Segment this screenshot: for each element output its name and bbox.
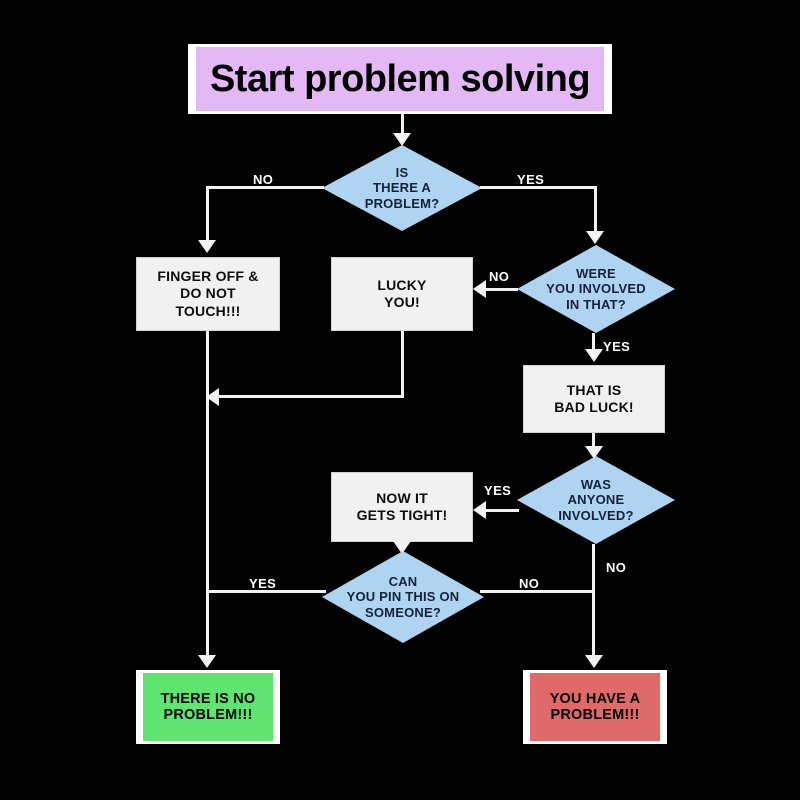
edge-problem-yes-vertical xyxy=(594,186,597,233)
edge-label-problem-no: NO xyxy=(253,172,274,187)
node-label: IS THERE A PROBLEM? xyxy=(364,164,440,211)
edge-tight-to-pin-arrow xyxy=(393,541,411,554)
edge-problem-yes-horizontal xyxy=(480,186,597,189)
edge-label-pin-no: NO xyxy=(519,576,540,591)
node-is-there-a-problem: IS THERE A PROBLEM? xyxy=(322,145,482,231)
edge-problem-no-vertical xyxy=(206,186,209,242)
edge-start-to-problem-line xyxy=(401,114,404,136)
edge-badluck-to-anyone-line xyxy=(592,433,595,450)
edge-badluck-to-anyone-arrow xyxy=(585,446,603,459)
edge-involved-yes-line xyxy=(592,333,595,353)
node-now-it-gets-tight: NOW IT GETS TIGHT! xyxy=(331,472,473,542)
edge-problem-yes-arrow xyxy=(586,231,604,244)
edge-problem-no-horizontal xyxy=(206,186,324,189)
edge-finger-to-noproblem-arrow xyxy=(198,655,216,668)
node-label: THAT IS BAD LUCK! xyxy=(554,381,634,415)
node-you-have-a-problem: YOU HAVE A PROBLEM!!! xyxy=(523,670,667,744)
title-text: Start problem solving xyxy=(209,57,591,100)
edge-problem-no-arrow xyxy=(198,240,216,253)
edge-pin-yes-horizontal xyxy=(206,590,326,593)
node-there-is-no-problem: THERE IS NO PROBLEM!!! xyxy=(136,670,280,744)
title-inner-frame: Start problem solving xyxy=(191,47,609,111)
edge-label-problem-yes: YES xyxy=(517,172,545,187)
edge-anyone-yes-arrow xyxy=(473,501,486,519)
node-label: NOW IT GETS TIGHT! xyxy=(356,489,448,523)
edge-involved-no-horizontal xyxy=(486,288,518,291)
edge-anyone-no-vertical xyxy=(592,544,595,661)
result-red-inner-frame: YOU HAVE A PROBLEM!!! xyxy=(526,673,664,741)
edge-involved-yes-arrow xyxy=(585,349,603,362)
node-label: YOU HAVE A PROBLEM!!! xyxy=(549,690,641,723)
node-label: WAS ANYONE INVOLVED? xyxy=(558,476,634,523)
edge-anyone-yes-horizontal xyxy=(486,509,519,512)
node-label: LUCKY YOU! xyxy=(377,276,427,310)
edge-lucky-vertical xyxy=(401,331,404,397)
node-can-you-pin-this-on-someone: CAN YOU PIN THIS ON SOMEONE? xyxy=(322,551,484,643)
result-green-inner-frame: THERE IS NO PROBLEM!!! xyxy=(139,673,277,741)
edge-pin-no-horizontal xyxy=(480,590,595,593)
node-finger-off-do-not-touch: FINGER OFF & DO NOT TOUCH!!! xyxy=(136,257,280,331)
node-label: FINGER OFF & DO NOT TOUCH!!! xyxy=(157,268,259,319)
edge-start-to-problem-arrow xyxy=(393,133,411,146)
edge-label-anyone-yes: YES xyxy=(484,483,512,498)
node-label: WERE YOU INVOLVED IN THAT? xyxy=(546,265,646,312)
node-lucky-you: LUCKY YOU! xyxy=(331,257,473,331)
node-that-is-bad-luck: THAT IS BAD LUCK! xyxy=(523,365,665,433)
node-were-you-involved-in-that: WERE YOU INVOLVED IN THAT? xyxy=(517,245,675,333)
edge-label-involved-yes: YES xyxy=(603,339,631,354)
edge-lucky-merge-arrow xyxy=(206,388,219,406)
edge-label-pin-yes: YES xyxy=(249,576,277,591)
edge-label-involved-no: NO xyxy=(489,269,510,284)
edge-label-anyone-no: NO xyxy=(606,560,627,575)
node-start-problem-solving: Start problem solving xyxy=(188,44,612,114)
edge-anyone-no-arrow xyxy=(585,655,603,668)
edge-finger-to-noproblem-vertical xyxy=(206,331,209,661)
node-was-anyone-involved: WAS ANYONE INVOLVED? xyxy=(517,456,675,544)
edge-lucky-horizontal xyxy=(219,395,404,398)
edge-involved-no-arrow xyxy=(473,280,486,298)
node-label: THERE IS NO PROBLEM!!! xyxy=(160,690,256,723)
node-label: CAN YOU PIN THIS ON SOMEONE? xyxy=(346,573,460,620)
